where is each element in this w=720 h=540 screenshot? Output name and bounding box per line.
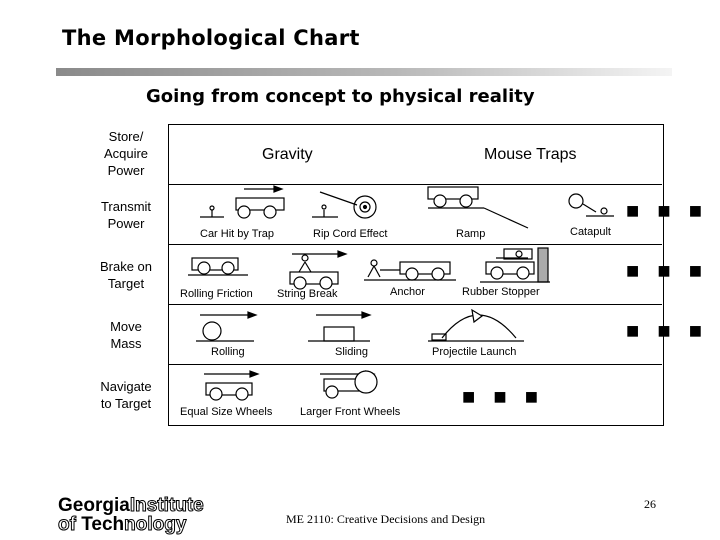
page-number: 26 — [644, 497, 656, 511]
title-underline-bar — [56, 68, 672, 76]
option-gravity: Gravity — [262, 146, 313, 163]
row-label-transmit-power: Transmit Power — [100, 199, 152, 231]
string-break-sketch — [289, 250, 348, 290]
option-rip-cord-effect: Rip Cord Effect — [313, 228, 388, 240]
sliding-sketch — [308, 311, 372, 342]
slide-subtitle: Going from concept to physical reality — [146, 86, 535, 107]
projectile-launch-sketch — [428, 308, 524, 342]
georgia-tech-logo: GeorgiaInstitute of Technology — [57, 495, 204, 535]
option-mouse-traps: Mouse Traps — [484, 146, 577, 163]
more-options-ellipsis: ■ ■ ■ — [462, 384, 545, 409]
option-ramp: Ramp — [456, 228, 486, 240]
option-anchor: Anchor — [390, 286, 425, 298]
option-string-break: String Break — [277, 288, 338, 300]
option-sliding: Sliding — [335, 346, 369, 358]
grid-row-divider — [168, 184, 662, 185]
ramp-sketch — [427, 186, 529, 229]
more-options-ellipsis: ■ ■ ■ — [626, 198, 709, 223]
rolling-sketch — [196, 311, 258, 342]
car-hit-by-trap-sketch — [200, 185, 285, 219]
slide-title: The Morphological Chart — [62, 26, 360, 50]
row-label-move-mass: Move Mass — [110, 319, 142, 351]
more-options-ellipsis: ■ ■ ■ — [626, 318, 709, 343]
option-rubber-stopper: Rubber Stopper — [462, 286, 540, 298]
equal-size-wheels-sketch — [204, 370, 260, 401]
rubber-stopper-sketch — [480, 247, 550, 283]
option-projectile-launch: Projectile Launch — [432, 346, 517, 358]
rip-cord-effect-sketch — [312, 191, 377, 219]
option-catapult: Catapult — [570, 226, 611, 238]
row-label-store-power: Store/ Acquire Power — [103, 129, 149, 178]
grid-row-divider — [168, 244, 662, 245]
grid-row-divider — [168, 304, 662, 305]
larger-front-wheels-sketch — [320, 370, 378, 399]
grid-row-divider — [168, 364, 662, 365]
option-car-hit-by-trap: Car Hit by Trap — [200, 228, 274, 240]
course-footer: ME 2110: Creative Decisions and Design — [286, 512, 486, 526]
morphological-grid — [168, 124, 664, 426]
row-label-brake-on-target: Brake on Target — [99, 259, 153, 291]
option-larger-front-wheels: Larger Front Wheels — [300, 406, 401, 418]
option-rolling-friction: Rolling Friction — [180, 288, 253, 300]
option-rolling: Rolling — [211, 346, 245, 358]
rolling-friction-sketch — [188, 257, 248, 276]
row-label-navigate-to-target: Navigate to Target — [100, 379, 152, 411]
catapult-sketch — [568, 193, 614, 217]
option-equal-size-wheels: Equal Size Wheels — [180, 406, 273, 418]
anchor-sketch — [364, 259, 456, 281]
more-options-ellipsis: ■ ■ ■ — [626, 258, 709, 283]
